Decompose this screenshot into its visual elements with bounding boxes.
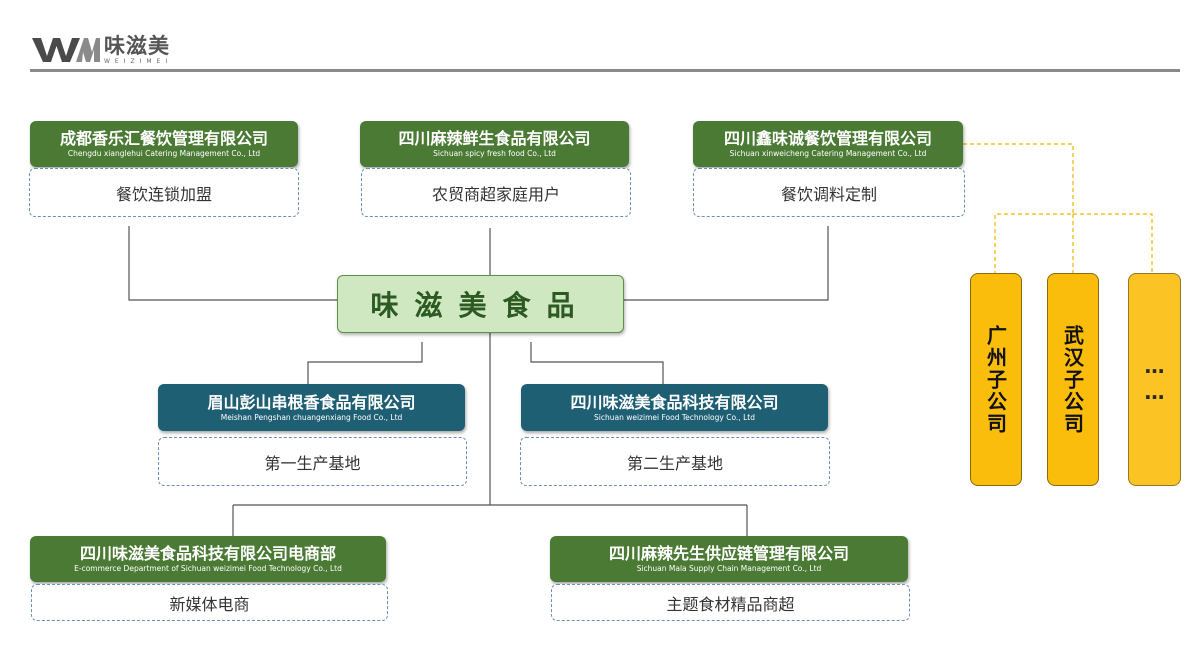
company-name: 四川麻辣先生供应链管理有限公司 — [608, 544, 849, 563]
company-logo: 味滋美 WEIZIMEI — [32, 34, 172, 66]
company-box-chengdu: 成都香乐汇餐饮管理有限公司 Chengdu xianglehui Caterin… — [30, 121, 298, 167]
dashed-line-subsidiaries — [963, 143, 1153, 273]
company-box-meishan: 眉山彭山串根香食品有限公司 Meishan Pengshan chuangenx… — [158, 384, 465, 431]
company-box-supply: 四川麻辣先生供应链管理有限公司 Sichuan Mala Supply Chai… — [550, 536, 908, 582]
company-name: 四川麻辣鲜生食品有限公司 — [398, 129, 591, 148]
company-name: 四川鑫味诚餐饮管理有限公司 — [723, 129, 932, 148]
line-xinweicheng — [622, 226, 829, 301]
subsidiary-more: …… — [1128, 273, 1181, 486]
business-box-sichuan-fresh: 农贸商超家庭用户 — [361, 168, 631, 217]
business-box-xinweicheng: 餐饮调料定制 — [693, 168, 965, 217]
wm-logo-icon — [32, 38, 100, 62]
business-box-meishan: 第一生产基地 — [158, 437, 467, 486]
company-name: 四川味滋美食品科技有限公司电商部 — [79, 544, 336, 563]
company-box-weizimei-tech: 四川味滋美食品科技有限公司 Sichuan weizimei Food Tech… — [521, 384, 828, 431]
company-name: 眉山彭山串根香食品有限公司 — [207, 392, 416, 412]
company-name: 成都香乐汇餐饮管理有限公司 — [59, 129, 268, 148]
line-chengdu — [128, 226, 337, 301]
company-english-name: Sichuan spicy fresh food Co., Ltd — [433, 149, 556, 158]
center-node-weizimei-food: 味滋美食品 — [337, 275, 624, 333]
company-box-xinweicheng: 四川鑫味诚餐饮管理有限公司 Sichuan xinweicheng Cateri… — [693, 121, 963, 167]
business-box-weizimei-tech: 第二生产基地 — [520, 437, 830, 486]
company-box-sichuan-fresh: 四川麻辣鲜生食品有限公司 Sichuan spicy fresh food Co… — [360, 121, 629, 167]
logo-english-name: WEIZIMEI — [104, 58, 173, 65]
subsidiary-wuhan: 武汉子公司 — [1047, 273, 1099, 486]
company-english-name: E-commerce Department of Sichuan weizime… — [74, 564, 342, 573]
business-box-supply: 主题食材精品商超 — [551, 584, 910, 621]
company-box-ecommerce: 四川味滋美食品科技有限公司电商部 E-commerce Department o… — [30, 536, 386, 582]
business-box-ecommerce: 新媒体电商 — [31, 584, 388, 621]
company-english-name: Chengdu xianglehui Catering Management C… — [67, 149, 261, 158]
company-english-name: Sichuan xinweicheng Catering Management … — [729, 149, 927, 158]
header-divider — [30, 69, 1180, 72]
logo-chinese-name: 味滋美 — [104, 34, 170, 58]
company-english-name: Sichuan Mala Supply Chain Management Co.… — [636, 564, 822, 573]
company-english-name: Sichuan weizimei Food Technology Co., Lt… — [594, 412, 755, 422]
subsidiary-guangzhou: 广州子公司 — [970, 273, 1022, 486]
line-meishan — [307, 342, 423, 384]
business-box-chengdu: 餐饮连锁加盟 — [29, 168, 299, 217]
company-english-name: Meishan Pengshan chuangenxiang Food Co.,… — [220, 412, 403, 422]
line-weizimei-tech — [530, 342, 664, 384]
company-name: 四川味滋美食品科技有限公司 — [570, 392, 779, 412]
